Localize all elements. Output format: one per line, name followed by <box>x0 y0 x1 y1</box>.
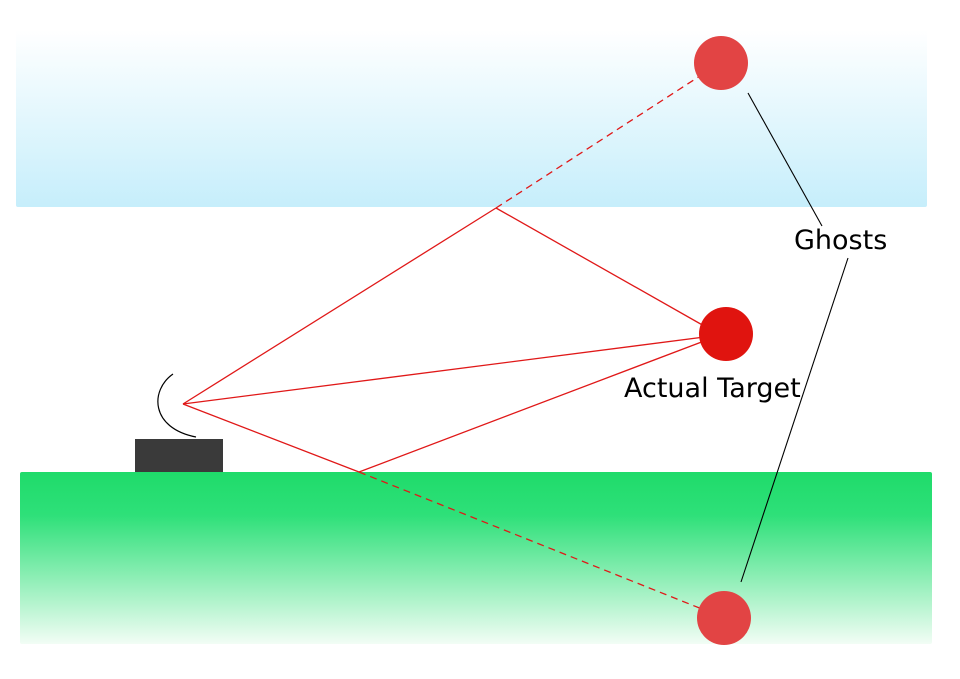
actual-target-label: Actual Target <box>624 373 801 404</box>
lower-ghost-projection <box>358 471 723 618</box>
upper-ray-to-reflector <box>182 207 497 405</box>
ghost-leader-upper <box>747 92 823 227</box>
lower-ghost-target <box>697 591 751 645</box>
ground-reflective-layer <box>20 472 932 644</box>
radar-base <box>135 439 223 472</box>
upper-ray-to-target <box>495 207 721 336</box>
direct-ray <box>182 334 721 405</box>
radar-dish <box>157 373 197 438</box>
lower-ray-to-target <box>358 334 721 473</box>
lower-ray-to-reflector <box>182 403 360 473</box>
upper-ghost-target <box>694 36 748 90</box>
sky-reflective-layer <box>16 30 927 207</box>
actual-target <box>699 307 753 361</box>
ghost-leader-lower <box>740 257 849 583</box>
ghosts-label: Ghosts <box>794 225 887 256</box>
upper-ghost-projection <box>495 62 721 209</box>
